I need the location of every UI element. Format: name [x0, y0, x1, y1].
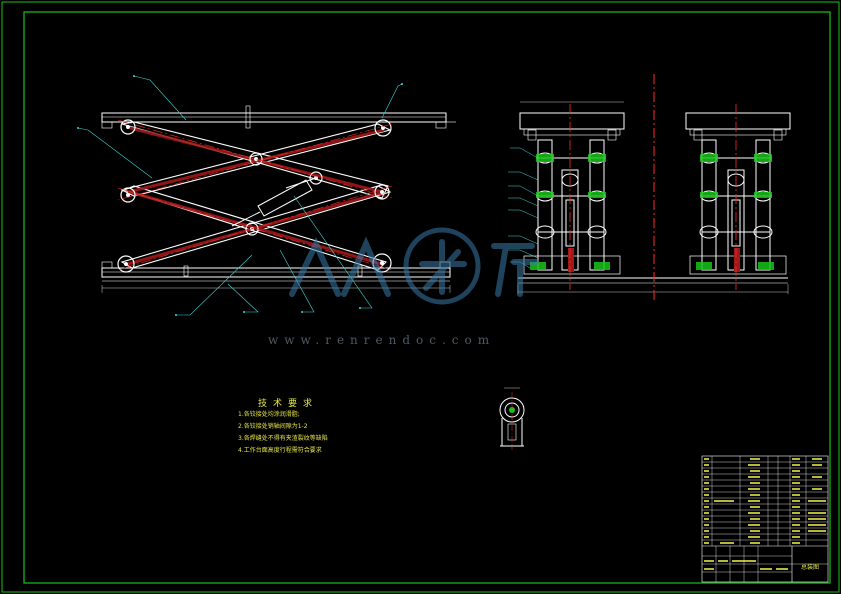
technical-requirements-title: 技术要求 [258, 399, 319, 409]
lower-arm-b [120, 185, 392, 269]
section-detail-view [499, 387, 525, 450]
title-block [701, 455, 829, 583]
watermark-glyph-1 [289, 236, 341, 297]
side-platform-left [519, 112, 625, 130]
pivot-top-right [374, 119, 392, 137]
pivot-top-left [120, 119, 136, 135]
upper-arm-b [120, 123, 392, 197]
requirement-item: 4.工作台面高度行程需符合要求 [238, 447, 322, 454]
pivot-upper-center [249, 152, 263, 166]
inner-frame [23, 11, 831, 584]
requirement-item: 2.各铰接处销轴间隙为1-2 [238, 423, 308, 430]
watermark-text: www.renrendoc.com [268, 333, 496, 347]
base-frame [101, 267, 451, 278]
requirement-item: 3.各焊缝处不得有夹渣裂纹等缺陷 [238, 435, 328, 442]
requirement-item: 1.各铰接处均涂润滑脂; [238, 411, 300, 418]
pivot-bottom-left [117, 255, 135, 273]
drawing-name: 总装图 [801, 564, 820, 571]
side-view [508, 74, 791, 300]
hydraulic-cylinder [257, 179, 313, 217]
pivot-lower-center [245, 222, 259, 236]
upper-arm-a [121, 121, 389, 199]
top-platform [101, 112, 447, 123]
watermark-logo [289, 227, 539, 305]
side-platform-right [685, 112, 791, 130]
lower-arm-a [122, 185, 388, 271]
watermark-glyph-2 [341, 236, 391, 297]
pivot-mid-right [374, 184, 390, 200]
front-view [77, 75, 456, 316]
